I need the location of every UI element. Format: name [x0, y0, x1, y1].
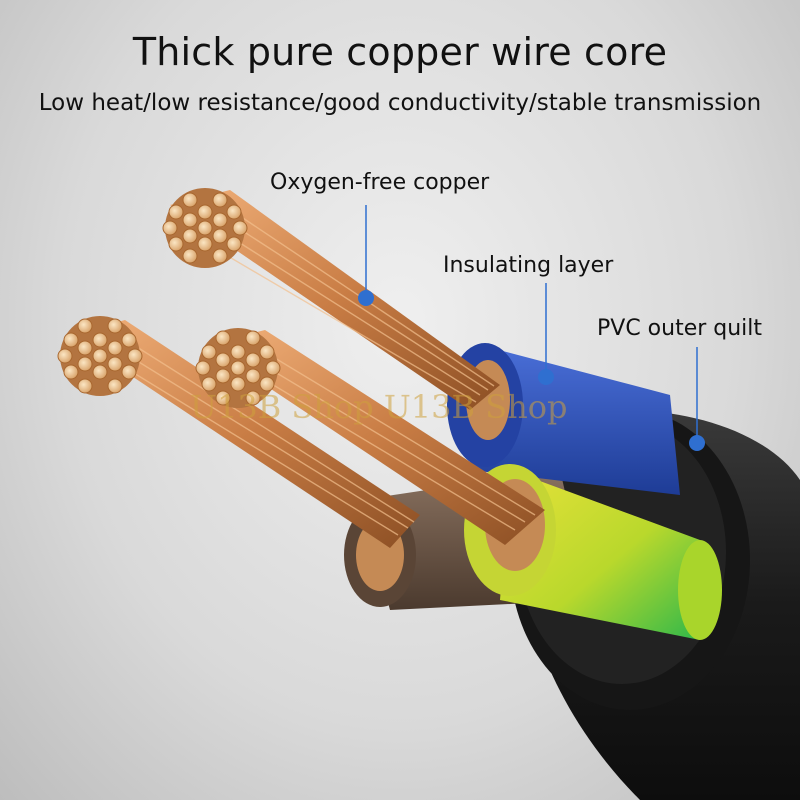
headline-title: Thick pure copper wire core — [132, 30, 668, 74]
leader-line-sheath — [689, 347, 705, 451]
callout-pvc-outer-quilt: PVC outer quilt — [597, 316, 763, 341]
callout-insulating-layer: Insulating layer — [443, 253, 614, 278]
copper-strands-middle — [195, 328, 545, 545]
shop-watermark: U13B Shop U13B Shop — [190, 388, 568, 426]
copper-strands-top — [162, 188, 500, 410]
copper-strands-left — [57, 316, 420, 548]
callout-oxygen-free-copper: Oxygen-free copper — [270, 170, 490, 195]
headline-subtitle: Low heat/low resistance/good conductivit… — [38, 90, 762, 116]
leader-line-copper — [358, 205, 374, 306]
leader-line-insulation — [538, 283, 554, 385]
